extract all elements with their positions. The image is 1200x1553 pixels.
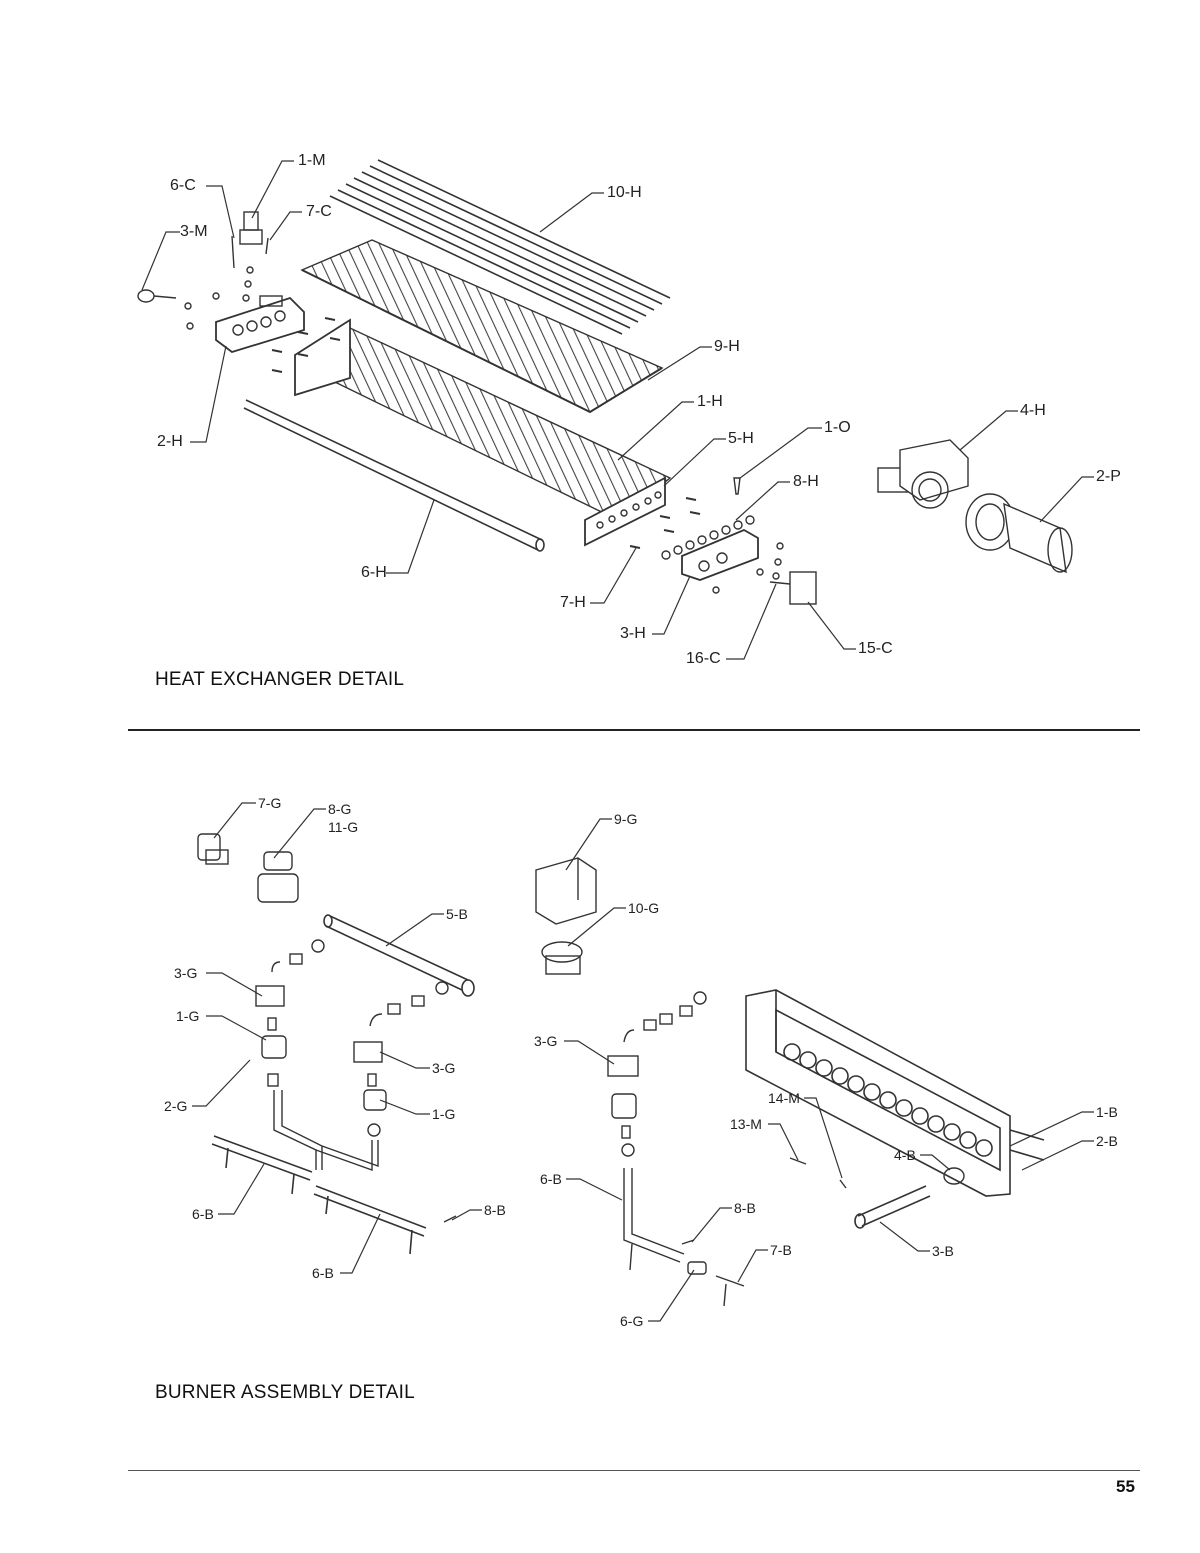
relief-valve-1-m	[239, 211, 263, 245]
callout-label: 6-C	[170, 177, 196, 194]
burner-assembly-artwork	[197, 833, 1045, 1307]
callout-label: 6-B	[312, 1265, 334, 1281]
valve-10-g	[541, 941, 583, 975]
callout-label: 6-G	[620, 1313, 644, 1329]
callout-label: 1-G	[176, 1008, 200, 1024]
callout-label: 4-B	[894, 1147, 916, 1163]
heat-exchanger-artwork	[137, 159, 1073, 605]
callout-label: 15-C	[858, 640, 893, 657]
gas-train-left	[255, 939, 379, 1171]
regulator-8-g	[257, 851, 299, 903]
callout-label: 2-P	[1096, 468, 1121, 485]
section-divider	[128, 729, 1140, 731]
page-number: 55	[1116, 1477, 1135, 1496]
nuts-left	[184, 266, 254, 330]
callout-label: 7-G	[258, 795, 282, 811]
header-3-h	[681, 528, 759, 581]
screw-13-m	[789, 1157, 807, 1165]
ring-4-b	[943, 1167, 965, 1185]
burner-box-1-b	[745, 989, 1045, 1197]
callout-label: 3-G	[174, 965, 198, 981]
callout-label: 3-M	[180, 223, 208, 240]
probe-6-c	[231, 235, 235, 269]
blower-housing-4-h	[877, 439, 969, 509]
callout-label: 10-H	[607, 184, 642, 201]
studs-left	[271, 317, 341, 373]
footer-rule	[128, 1470, 1140, 1471]
callout-label: 5-H	[728, 430, 754, 447]
heat-exchanger-leaders	[141, 160, 1094, 660]
callout-label: 7-B	[770, 1242, 792, 1258]
nuts-right	[712, 542, 784, 594]
callout-label: 7-C	[306, 203, 332, 220]
manifold-tube-5-b	[323, 914, 475, 997]
sensor-1-o	[733, 477, 741, 495]
callout-label: 1-O	[824, 419, 851, 436]
callout-label: 1-M	[298, 152, 326, 169]
callout-label: 2-G	[164, 1098, 188, 1114]
callout-label: 6-H	[361, 564, 387, 581]
callout-label: 9-G	[614, 811, 638, 827]
callout-label: 8-H	[793, 473, 819, 490]
heat-exchanger-title: HEAT EXCHANGER DETAIL	[155, 669, 405, 690]
plug-7-c	[265, 237, 269, 255]
callout-label: 2-B	[1096, 1133, 1118, 1149]
blower-motor-2-p	[965, 493, 1073, 574]
callout-label: 13-M	[730, 1116, 762, 1132]
callout-label: 1-B	[1096, 1104, 1118, 1120]
rods-10-h	[329, 159, 671, 335]
gaskets-8-h	[661, 515, 755, 560]
callout-label: 8-G	[328, 801, 352, 817]
callout-label: 8-B	[734, 1200, 756, 1216]
callout-label: 16-C	[686, 650, 721, 667]
callout-label: 8-B	[484, 1202, 506, 1218]
callout-label: 7-H	[560, 594, 586, 611]
orifice-8-b-right	[681, 1239, 695, 1245]
callout-label: 5-B	[446, 906, 468, 922]
header-2-h	[215, 295, 305, 353]
tube-6-h	[243, 399, 545, 552]
callout-label: 3-H	[620, 625, 646, 642]
callout-label: 11-G	[328, 819, 359, 835]
control-module-9-g	[535, 857, 597, 925]
pilot-tube-3-b	[854, 1185, 931, 1229]
thermostat-15-c	[769, 571, 817, 605]
solenoid-7-g	[197, 833, 229, 865]
callout-label: 3-G	[534, 1033, 558, 1049]
callout-label: 4-H	[1020, 402, 1046, 419]
burner-leaders	[192, 802, 1094, 1322]
gas-train-center	[353, 981, 449, 1137]
callout-label: 3-G	[432, 1060, 456, 1076]
callout-label: 2-H	[157, 433, 183, 450]
callout-label: 6-B	[540, 1171, 562, 1187]
callout-label: 1-H	[697, 393, 723, 410]
callout-label: 9-H	[714, 338, 740, 355]
callout-label: 10-G	[628, 900, 660, 916]
callout-label: 6-B	[192, 1206, 214, 1222]
studs-7-h	[629, 497, 701, 549]
valve-key-3-m	[137, 289, 177, 303]
baffle-9-h	[300, 239, 664, 414]
callout-label: 3-B	[932, 1243, 954, 1259]
burner-assembly-title: BURNER ASSEMBLY DETAIL	[155, 1382, 415, 1403]
gas-train-right	[607, 991, 745, 1307]
callout-label: 1-G	[432, 1106, 456, 1122]
orifice-8-b-left	[443, 1215, 457, 1223]
callout-label: 14-M	[768, 1090, 800, 1106]
manifold-bars-6-b	[211, 1135, 427, 1255]
bracket-14-m	[839, 1179, 847, 1189]
